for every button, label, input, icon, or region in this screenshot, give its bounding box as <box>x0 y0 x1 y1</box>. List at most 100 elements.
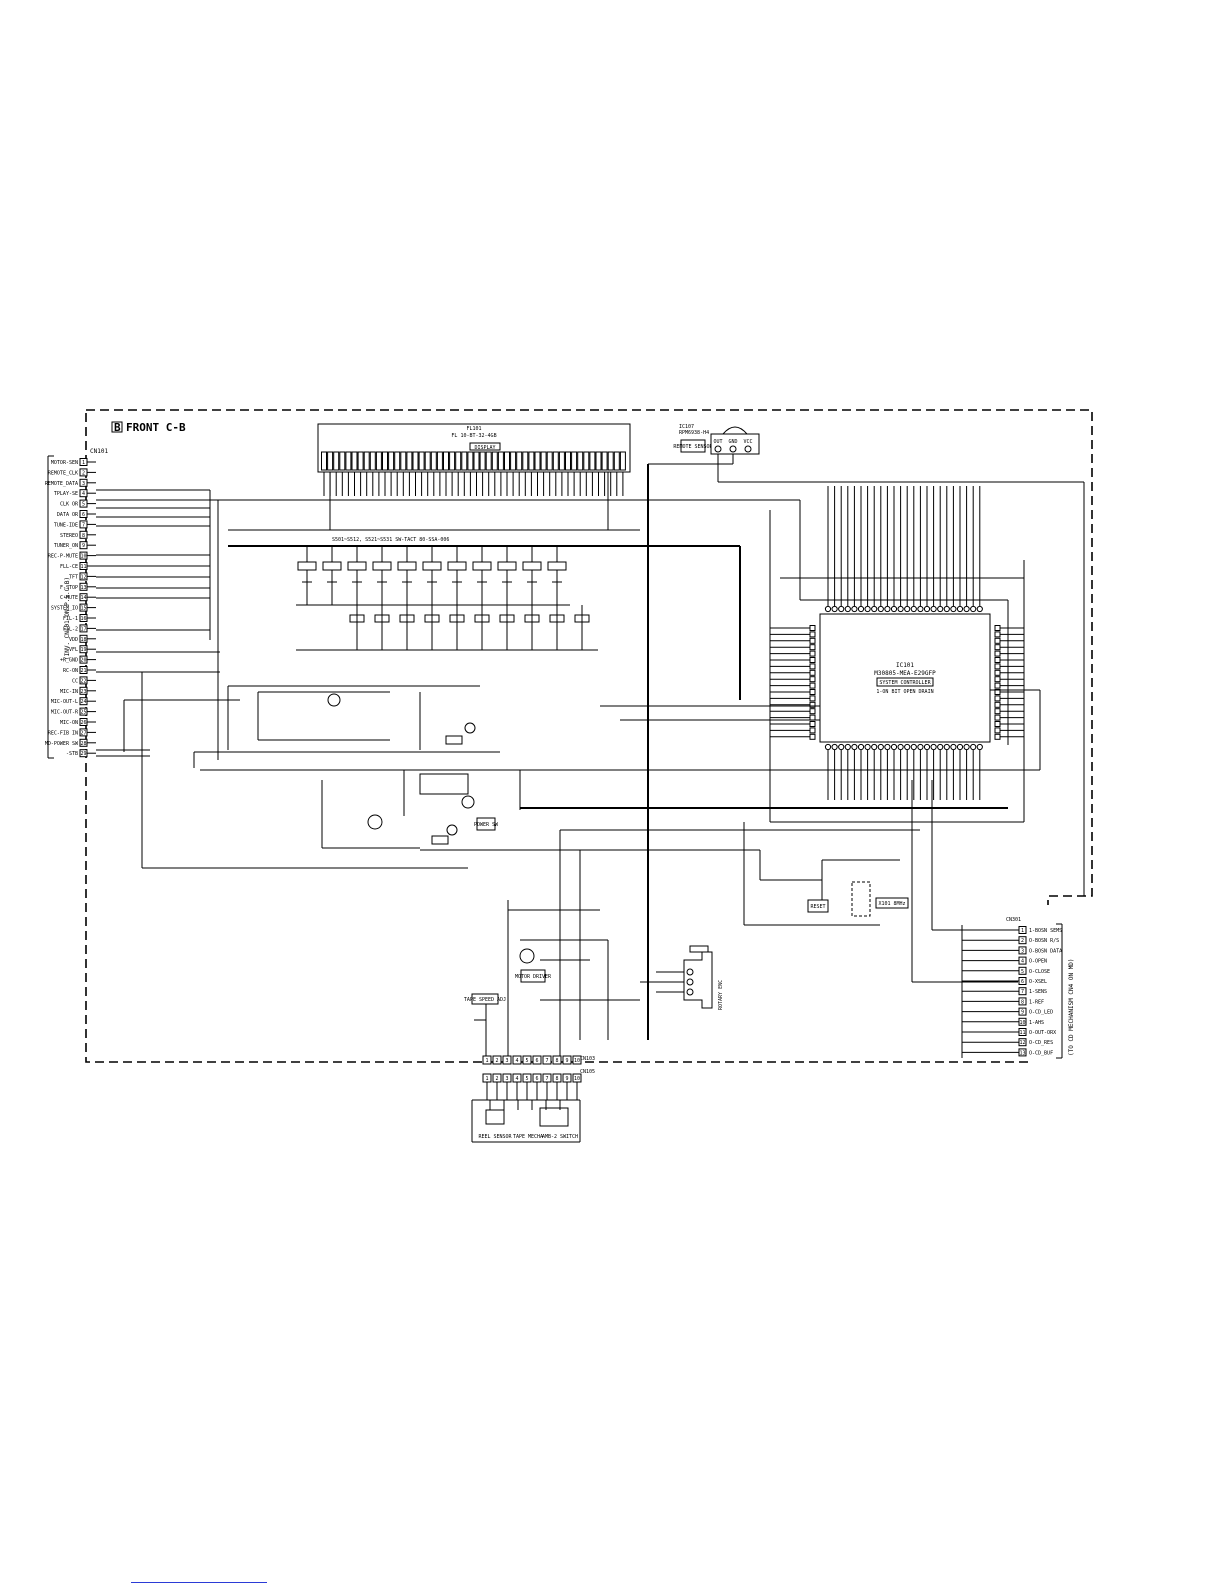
cn301-pin-number: 3 <box>1021 948 1024 954</box>
cn301-pin-label: 1-SENS <box>1029 989 1047 995</box>
mcu-pin-right <box>994 701 1001 708</box>
cn301-pin-number: 2 <box>1021 938 1024 944</box>
cn101-pin-label: FIL-2 <box>63 626 78 632</box>
cn101-pin-number: 5 <box>82 502 85 508</box>
cn103-pin-number: 7 <box>545 1058 548 1064</box>
fl-pin <box>534 451 541 471</box>
cn103-pin: 55 <box>522 1055 532 1100</box>
mcu-pin-top <box>904 605 911 613</box>
mcu-pin-bottom <box>904 743 911 751</box>
cn101-pin-label: TPLAY-SE <box>54 491 78 497</box>
fl-pin <box>363 451 370 471</box>
fl-pin <box>321 451 327 471</box>
cn101-pin-label: RC-ON <box>63 668 78 674</box>
cn101-ref: CN101 <box>90 448 108 455</box>
osc-block-label: X101 8MHz <box>878 901 905 907</box>
cn101-pin-number: 12 <box>80 574 86 580</box>
fl-pin <box>558 451 565 471</box>
cn301-pin-number: 11 <box>1019 1030 1025 1036</box>
cn103-pin-number: 4 <box>515 1058 518 1064</box>
bottom-parts: REEL SENSOR TAPE MECHA AMB-2 SWITCH <box>471 1099 581 1143</box>
fl-pin <box>443 451 449 471</box>
fl-pin <box>504 451 510 471</box>
remote-pin <box>729 445 737 453</box>
cn101-pin-label: STEREO <box>60 533 78 539</box>
fl-pin <box>436 451 443 471</box>
power-block-label: POWER SW <box>474 822 499 828</box>
cn103-pin-number: 5 <box>525 1058 528 1064</box>
system-controller-ic101: IC101 M30805-MEA-E29GFP SYSTEM CONTROLLE… <box>770 486 1024 800</box>
cn105-pin-number: 6 <box>535 1076 538 1082</box>
cn103-pin: 22 <box>492 1055 502 1100</box>
mcu-pin-right <box>994 682 1001 689</box>
mcu-pin-bottom <box>864 743 871 751</box>
speed-block-label: TAPE SPEED ADJ <box>464 997 506 1003</box>
tact-switch <box>522 546 590 650</box>
cn301-ref: CN301 <box>1006 917 1021 923</box>
fl-pin <box>406 451 413 471</box>
tact-switch <box>472 546 540 650</box>
cn301-pin-number: 13 <box>1019 1050 1025 1056</box>
cn301-pin-label: O-CD_RES <box>1029 1040 1053 1046</box>
cn101-pin-label: TUNE-IDE <box>54 522 78 528</box>
mcu-pin-left <box>809 676 816 683</box>
cn101-pin-number: 11 <box>80 564 86 570</box>
amb-switch-label: AMB-2 SWITCH <box>542 1134 578 1140</box>
mcu-pin-top <box>824 605 832 613</box>
remote-pin-label: VCC <box>743 439 752 445</box>
mcu-pin-top <box>864 605 871 613</box>
cn103-pin: 99 <box>562 1055 572 1100</box>
cn101-pin-label: DATA OR <box>57 512 79 518</box>
mcu-pin-left <box>809 663 816 670</box>
reel-sensor-label: REEL SENSOR <box>478 1134 512 1140</box>
board-title: B FRONT C-B <box>111 421 186 434</box>
mcu-pin-top <box>956 605 964 613</box>
mcu-pin-right <box>994 650 1001 657</box>
mcu-pin-top <box>871 605 878 613</box>
mcu-pin-left <box>809 625 816 631</box>
cn301-pin-label: 1-BOSN SEMS <box>1029 928 1062 934</box>
cn301-pin-number: 5 <box>1021 969 1024 975</box>
tact-switch <box>347 546 415 650</box>
cn101-pin-number: 21 <box>80 668 86 674</box>
footer-link-underline[interactable] <box>131 1582 267 1583</box>
remote-pin-label: OUT <box>713 439 722 445</box>
cn301-pin-label: 1-REF <box>1029 999 1044 1005</box>
cn101-pin-label: MIC-ON <box>60 720 78 726</box>
fl-pin <box>528 451 535 471</box>
cn101-pin-label: TFT <box>69 574 78 580</box>
cn101-pin-label: C-MUTE <box>60 595 78 601</box>
fl-pin <box>522 451 529 471</box>
cn101-pin-number: 2 <box>82 470 85 476</box>
fl-pin <box>351 451 358 471</box>
tape-mecha-label: TAPE MECHA <box>513 1134 543 1140</box>
mcu-pin-bottom <box>943 743 950 751</box>
cn101-pin-label: F-STOP <box>60 585 78 591</box>
mcu-pin-bottom <box>838 743 845 751</box>
fl101-tag: DISPLAY <box>474 445 495 451</box>
board-title-text: FRONT C-B <box>126 421 186 434</box>
fl-pin <box>516 451 523 471</box>
cn301-pin-number: 8 <box>1021 999 1024 1005</box>
cn101-pin-number: 19 <box>80 647 86 653</box>
cn103-pin-number: 8 <box>555 1058 558 1064</box>
mcu-pin-right <box>994 714 1001 721</box>
